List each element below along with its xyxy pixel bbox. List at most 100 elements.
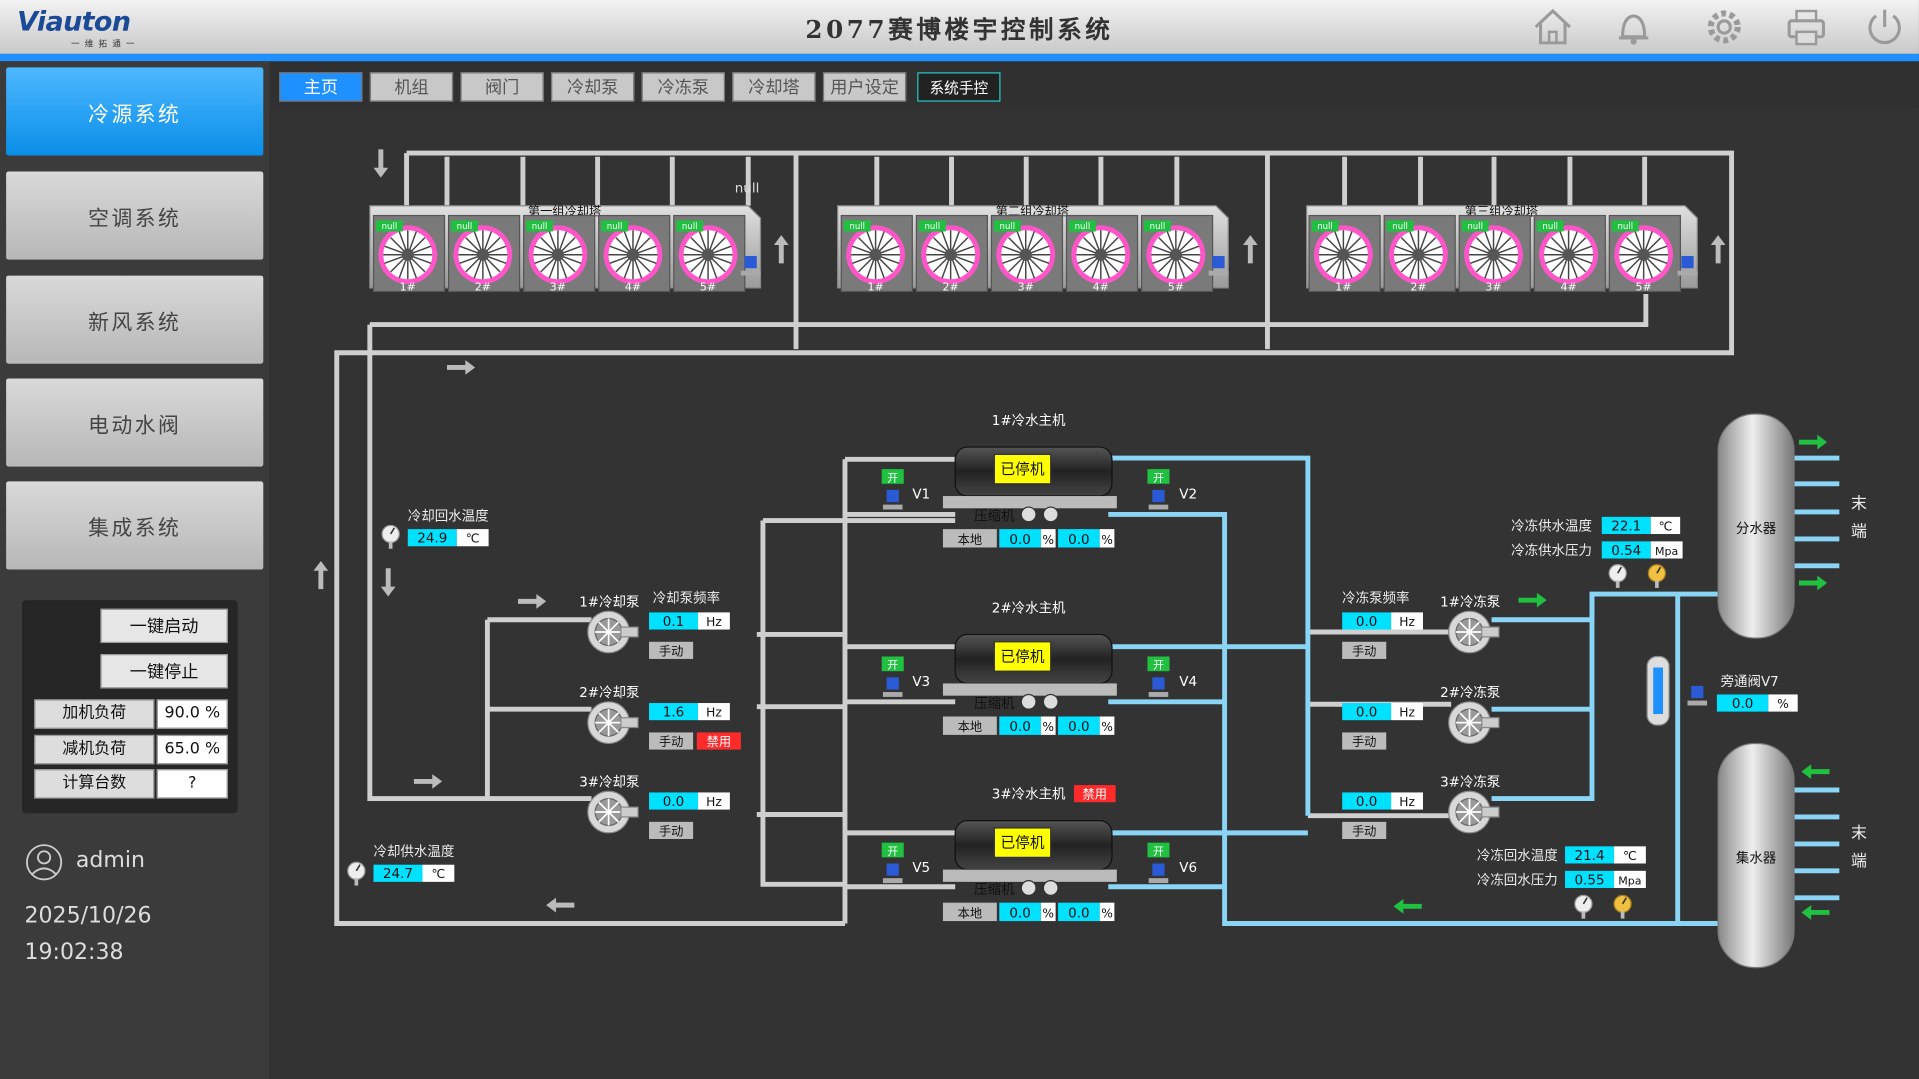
- valve-state: 开: [887, 471, 898, 484]
- sidebar-item-fresh-air[interactable]: 新风系统: [6, 275, 264, 364]
- chiller-value: 0.0: [1009, 532, 1030, 548]
- tower-fan[interactable]: null 2#: [915, 214, 989, 294]
- add-load-label: 加机负荷: [34, 699, 155, 729]
- valve-state: 开: [887, 659, 898, 672]
- stop-all-button[interactable]: 一键停止: [100, 654, 228, 689]
- chiller-valve[interactable]: 开 V1: [881, 469, 930, 510]
- fan-status: null: [457, 222, 473, 232]
- app-title: 2077赛博楼宇控制系统: [805, 14, 1114, 45]
- chiller-status: 已停机: [1001, 835, 1045, 852]
- tab-chilled-pump[interactable]: 冷冻泵: [641, 72, 725, 102]
- fan-status: null: [924, 222, 940, 232]
- tab-system-manual[interactable]: 系统手控: [917, 72, 1001, 102]
- cooling-supply-temp-value: 24.7: [383, 866, 413, 882]
- reduce-load-value[interactable]: 65.0 %: [156, 734, 228, 765]
- cooling-supply-temp-label: 冷却供水温度: [374, 844, 455, 860]
- chiller-valve[interactable]: 开 V3: [881, 656, 930, 697]
- tower-fan[interactable]: null 1#: [840, 214, 914, 294]
- fan-label: 1#: [400, 280, 416, 293]
- valve-label: V1: [912, 486, 930, 502]
- fan-label: 3#: [1485, 280, 1501, 293]
- chiller-name: 2#冷水主机: [992, 600, 1066, 616]
- tab-units[interactable]: 机组: [369, 72, 454, 102]
- gear-icon[interactable]: [1702, 5, 1746, 49]
- valve-label: V6: [1179, 860, 1197, 876]
- tab-cooling-pump[interactable]: 冷却泵: [551, 72, 635, 102]
- water-distributor[interactable]: 分水器: [1717, 413, 1795, 639]
- fan-label: 1#: [867, 280, 883, 293]
- tower-fan[interactable]: null 5#: [1608, 214, 1682, 294]
- chiller-name: 3#冷水主机: [992, 787, 1066, 803]
- bell-icon[interactable]: [1612, 5, 1656, 49]
- fan-status: null: [1392, 222, 1408, 232]
- unit-label: %: [1042, 720, 1054, 734]
- tab-cooling-tower[interactable]: 冷却塔: [732, 72, 816, 102]
- pump-mode: 手动: [659, 824, 683, 838]
- bypass-valve[interactable]: [1646, 655, 1708, 726]
- printer-icon[interactable]: [1784, 5, 1828, 49]
- fan-status: null: [849, 222, 865, 232]
- sidebar-item-cold-source[interactable]: 冷源系统: [6, 67, 264, 156]
- chiller-valve[interactable]: 开V4: [1147, 656, 1197, 697]
- fan-label: 5#: [1636, 280, 1652, 293]
- fan-status: null: [1617, 222, 1633, 232]
- chiller-valve[interactable]: 开V2: [1147, 469, 1197, 510]
- home-icon[interactable]: [1531, 5, 1575, 49]
- add-load-value[interactable]: 90.0 %: [156, 699, 228, 729]
- tower-null-label: null: [735, 180, 760, 196]
- sidebar-item-integration[interactable]: 集成系统: [6, 481, 264, 570]
- start-all-button[interactable]: 一键启动: [100, 608, 228, 644]
- pump-freq-value: 1.6: [663, 705, 684, 721]
- cooling-return-temp-value: 24.9: [417, 531, 447, 547]
- sidebar-item-air-conditioning[interactable]: 空调系统: [6, 171, 264, 260]
- sidebar-item-electric-valve[interactable]: 电动水阀: [6, 378, 264, 467]
- valve-label: V3: [912, 674, 930, 690]
- pump-mode: 手动: [659, 735, 683, 749]
- unit-label: Hz: [706, 795, 722, 809]
- chiller-valve[interactable]: 开V6: [1147, 842, 1197, 884]
- chiller-value: 0.0: [1009, 719, 1030, 735]
- power-icon[interactable]: [1863, 5, 1907, 49]
- tab-valves[interactable]: 阀门: [460, 72, 544, 102]
- pump-freq-value: 0.1: [663, 614, 684, 630]
- count-value[interactable]: ?: [156, 769, 228, 799]
- chiller-value: 0.0: [1068, 905, 1089, 921]
- distributor-label: 分水器: [1736, 521, 1777, 537]
- chilled-return-press-label: 冷冻回水压力: [1477, 872, 1558, 888]
- chilled-return-temp-label: 冷冻回水温度: [1477, 848, 1558, 864]
- logo-subtitle: 一 维 拓 通 一: [71, 39, 136, 49]
- water-collector[interactable]: 集水器: [1717, 742, 1795, 969]
- terminal-label: 端: [1851, 521, 1867, 540]
- tab-home[interactable]: 主页: [279, 72, 363, 102]
- tab-user-settings[interactable]: 用户设定: [822, 72, 907, 102]
- chilled-supply-temp-label: 冷冻供水温度: [1511, 518, 1592, 534]
- chiller-valve[interactable]: 开V5: [881, 842, 930, 884]
- fan-label: 2#: [943, 280, 959, 293]
- user-avatar-icon: [26, 844, 63, 881]
- pump-name: 3#冷冻泵: [1440, 774, 1500, 790]
